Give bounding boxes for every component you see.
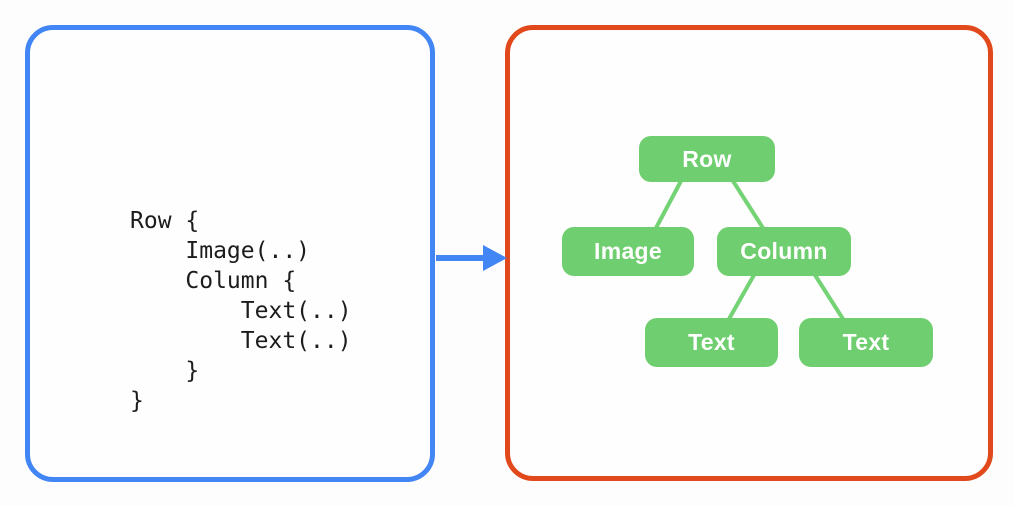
tree-node-text-2: Text bbox=[799, 318, 933, 367]
tree-node-column: Column bbox=[717, 227, 851, 276]
code-snippet: Row { Image(..) Column { Text(..) Text(.… bbox=[130, 208, 352, 414]
tree-node-image: Image bbox=[562, 227, 694, 276]
tree-node-row: Row bbox=[639, 136, 775, 182]
tree-node-text-1: Text bbox=[645, 318, 778, 367]
code-panel: Row { Image(..) Column { Text(..) Text(.… bbox=[25, 25, 435, 482]
